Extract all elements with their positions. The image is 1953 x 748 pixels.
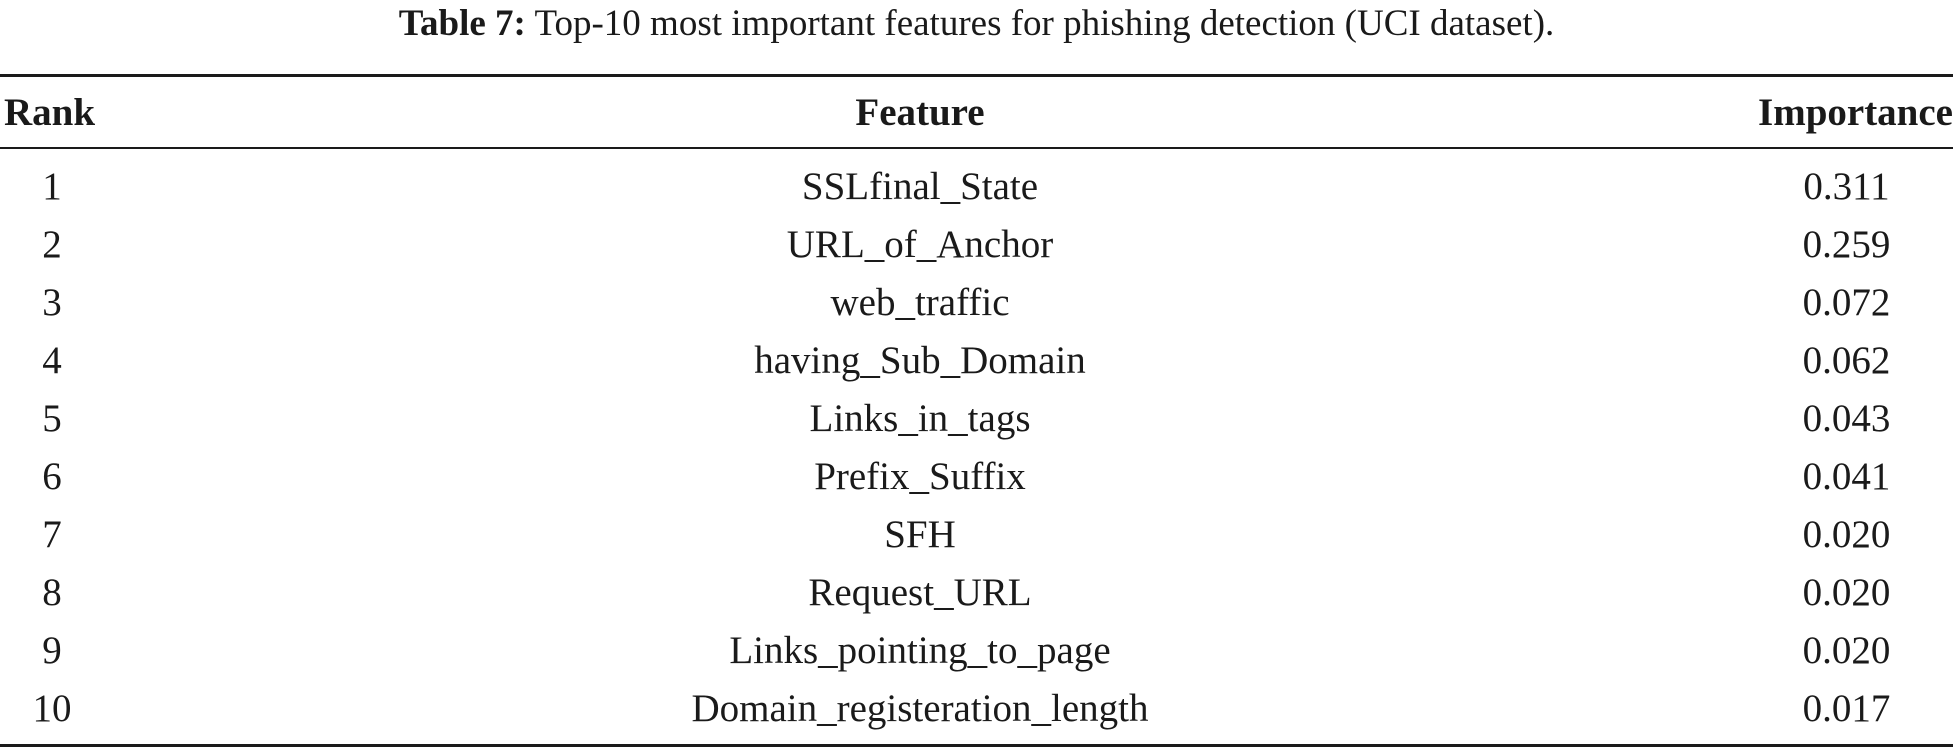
table-row: 3 web_traffic 0.072 (0, 274, 1953, 332)
cell-rank: 5 (42, 397, 62, 440)
cell-feature: SFH (884, 513, 956, 556)
header-rank: Rank (4, 91, 96, 134)
cell-rank: 9 (42, 629, 62, 672)
cell-feature: Links_in_tags (809, 397, 1031, 440)
cell-feature: Prefix_Suffix (814, 455, 1026, 498)
table-row: 7 SFH 0.020 (0, 506, 1953, 564)
cell-rank: 10 (32, 687, 72, 730)
cell-feature: Domain_registeration_length (691, 687, 1149, 730)
cell-importance: 0.017 (1802, 687, 1891, 730)
cell-rank: 3 (42, 281, 62, 324)
cell-importance: 0.020 (1802, 629, 1891, 672)
table-body: 1 SSLfinal_State 0.311 2 URL_of_Anchor 0… (0, 158, 1953, 738)
cell-importance: 0.072 (1802, 281, 1891, 324)
table-row: 5 Links_in_tags 0.043 (0, 390, 1953, 448)
cell-feature: SSLfinal_State (801, 165, 1039, 208)
cell-feature: web_traffic (830, 281, 1010, 324)
table-row: 6 Prefix_Suffix 0.041 (0, 448, 1953, 506)
table-row: 9 Links_pointing_to_page 0.020 (0, 622, 1953, 680)
table-bottom-rule (0, 744, 1953, 747)
cell-importance: 0.043 (1802, 397, 1891, 440)
table-row: 2 URL_of_Anchor 0.259 (0, 216, 1953, 274)
cell-rank: 7 (42, 513, 62, 556)
cell-importance: 0.041 (1802, 455, 1891, 498)
cell-importance: 0.311 (1803, 165, 1890, 208)
cell-rank: 1 (42, 165, 62, 208)
cell-feature: having_Sub_Domain (754, 339, 1086, 382)
cell-importance: 0.062 (1802, 339, 1891, 382)
header-importance: Importance (1758, 91, 1953, 134)
cell-rank: 6 (42, 455, 62, 498)
table-top-rule (0, 74, 1953, 77)
header-feature: Feature (855, 91, 985, 134)
cell-importance: 0.020 (1802, 571, 1891, 614)
table-row: 1 SSLfinal_State 0.311 (0, 158, 1953, 216)
cell-importance: 0.259 (1802, 223, 1891, 266)
cell-rank: 8 (42, 571, 62, 614)
table-header-rule (0, 147, 1953, 149)
caption-label: Table 7: (398, 3, 526, 44)
cell-feature: Links_pointing_to_page (729, 629, 1111, 672)
table-row: 8 Request_URL 0.020 (0, 564, 1953, 622)
cell-feature: URL_of_Anchor (786, 223, 1054, 266)
table-header-row: Rank Feature Importance (0, 88, 1953, 138)
cell-rank: 2 (42, 223, 62, 266)
caption-text: Top-10 most important features for phish… (534, 3, 1555, 44)
cell-feature: Request_URL (808, 571, 1032, 614)
table-row: 4 having_Sub_Domain 0.062 (0, 332, 1953, 390)
table-row: 10 Domain_registeration_length 0.017 (0, 680, 1953, 738)
table-caption: Table 7: Top-10 most important features … (0, 0, 1953, 52)
cell-importance: 0.020 (1802, 513, 1891, 556)
cell-rank: 4 (42, 339, 62, 382)
